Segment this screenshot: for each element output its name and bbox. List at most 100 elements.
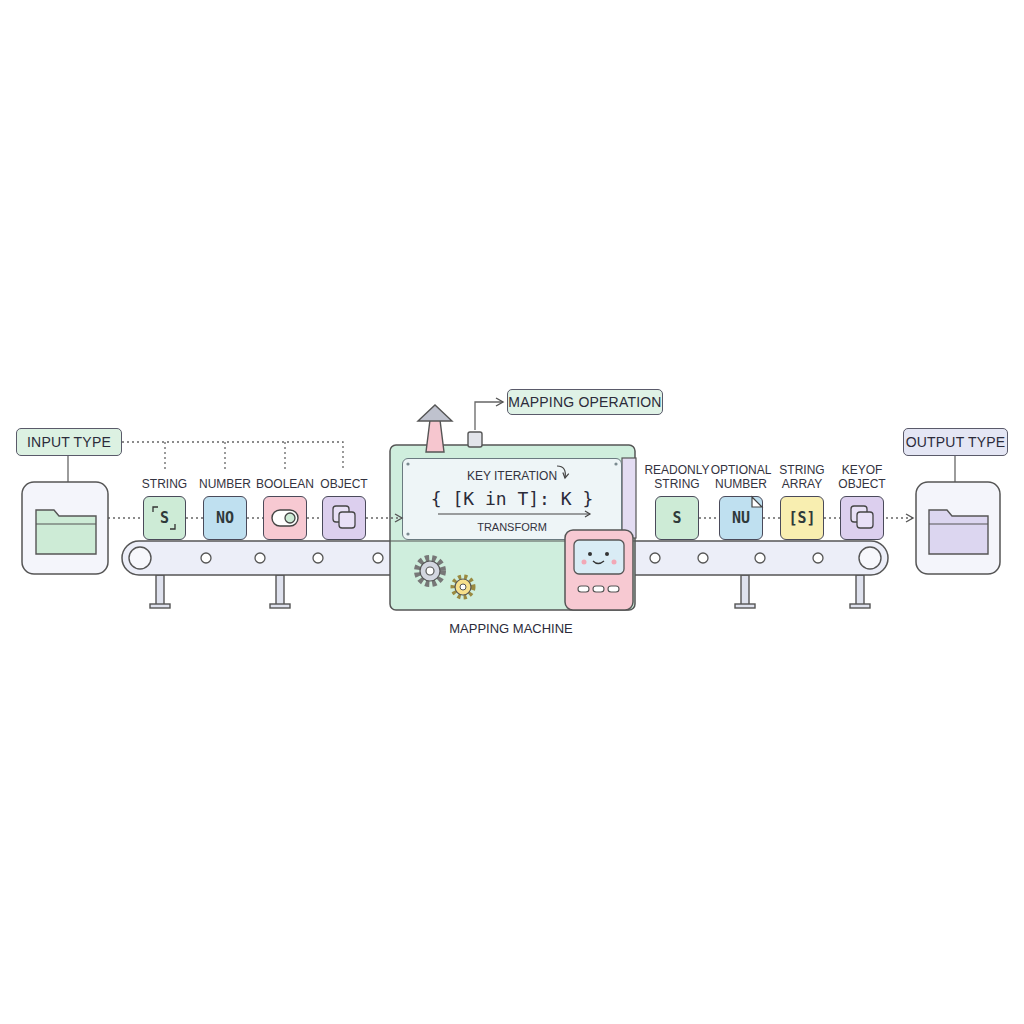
leader-lines <box>284 442 285 470</box>
conveyor-belt <box>813 553 823 563</box>
machine-label: MAPPING MACHINE <box>411 621 611 636</box>
conveyor-belt <box>201 553 211 563</box>
gears <box>426 567 434 575</box>
input-folder <box>22 482 108 574</box>
chimney <box>418 405 452 421</box>
robot <box>593 561 604 564</box>
gears <box>417 558 443 584</box>
gears <box>417 558 473 597</box>
machine-body <box>390 540 635 541</box>
screen-caption: TRANSFORM <box>477 521 547 534</box>
type-label: STRING ARRAY <box>764 463 840 491</box>
flow-connector <box>366 518 402 519</box>
conveyor-belt <box>373 553 383 563</box>
flow-connector <box>307 518 322 519</box>
machine-body <box>622 458 636 538</box>
tag-text: MAPPING OPERATION <box>508 394 661 410</box>
type-tile: BOOLEAN <box>263 496 307 540</box>
gears <box>455 579 471 595</box>
type-label: NUMBER <box>187 477 263 491</box>
input-folder <box>36 523 96 524</box>
conveyor-legs <box>270 604 290 608</box>
leader-lines <box>108 517 141 518</box>
robot <box>565 530 633 610</box>
inner: S <box>672 509 681 527</box>
machine-body <box>390 445 636 610</box>
tag-text: INPUT TYPE <box>27 434 111 450</box>
conveyor-legs <box>850 604 870 608</box>
conveyor-belt <box>859 547 881 569</box>
conveyor-belt <box>255 553 265 563</box>
robot <box>612 560 617 565</box>
operation-tag: MAPPING OPERATION <box>507 389 663 415</box>
flow-connector <box>763 517 780 518</box>
code: { [K in T]: K } <box>431 488 594 510</box>
conveyor-legs <box>156 575 164 605</box>
conveyor-legs <box>856 575 864 605</box>
gears <box>460 584 466 590</box>
leader-lines <box>67 456 68 482</box>
output-folder <box>916 482 1000 574</box>
conveyor-belt <box>313 553 323 563</box>
type-label: STRING <box>127 477 203 491</box>
conveyor-belt <box>755 553 765 563</box>
type-label: READONLY STRING <box>639 463 715 491</box>
tag-text: OUTPUT TYPE <box>906 434 1006 450</box>
machine-body <box>390 445 635 610</box>
type-tile: NUMBERNO <box>203 496 247 540</box>
inner: NO <box>216 509 234 527</box>
gears <box>453 577 473 597</box>
type-tag: INPUT TYPE <box>16 428 122 456</box>
chimney <box>418 405 482 452</box>
type-tile: OBJECT <box>322 496 366 540</box>
leader-lines <box>886 517 913 518</box>
flow-connector <box>307 517 322 518</box>
robot <box>574 540 624 574</box>
flow-connector <box>763 518 780 519</box>
flow-connector <box>186 518 203 519</box>
machine-screen: KEY ITERATION { [K in T]: K } TRANSFORM <box>402 458 622 540</box>
robot <box>588 552 592 556</box>
input-folder <box>22 482 108 574</box>
conveyor-belt <box>698 553 708 563</box>
flow-connector <box>824 518 840 519</box>
type-tag: OUTPUT TYPE <box>903 428 1008 456</box>
inner: NU <box>732 509 750 527</box>
gears <box>420 561 440 581</box>
flow-connector <box>366 517 402 518</box>
type-tile: READONLY STRINGS <box>655 496 699 540</box>
conveyor-belt <box>129 547 151 569</box>
leader-lines <box>164 442 165 470</box>
leader-lines <box>224 442 225 470</box>
flow-connector <box>824 517 840 518</box>
output-folder <box>929 523 988 524</box>
type-tile: KEYOF OBJECT <box>840 496 884 540</box>
conveyor-belt <box>650 553 660 563</box>
flow-connector <box>699 518 719 519</box>
inner: S <box>160 509 169 527</box>
type-tile: OPTIONAL NUMBERNU <box>719 496 763 540</box>
input-folder <box>36 510 96 554</box>
conveyor-legs <box>276 575 284 605</box>
robot <box>608 586 619 592</box>
robot <box>605 552 609 556</box>
leader-lines <box>475 402 503 430</box>
type-tile: STRINGS <box>143 496 186 540</box>
chimney <box>468 432 482 447</box>
type-label: BOOLEAN <box>247 477 323 491</box>
conveyor-legs <box>150 604 170 608</box>
robot <box>593 586 604 592</box>
conveyor-legs <box>735 604 755 608</box>
flow-connector <box>186 517 203 518</box>
flow-connector <box>247 517 263 518</box>
robot <box>582 560 587 565</box>
flow-connector <box>247 518 263 519</box>
type-tile: STRING ARRAY[S] <box>780 496 824 540</box>
robot <box>565 530 633 610</box>
output-folder <box>916 482 1000 574</box>
leader-lines <box>122 442 343 470</box>
output-folder <box>929 510 988 554</box>
flow-connector <box>699 517 719 518</box>
screen-heading: KEY ITERATION <box>467 469 557 483</box>
